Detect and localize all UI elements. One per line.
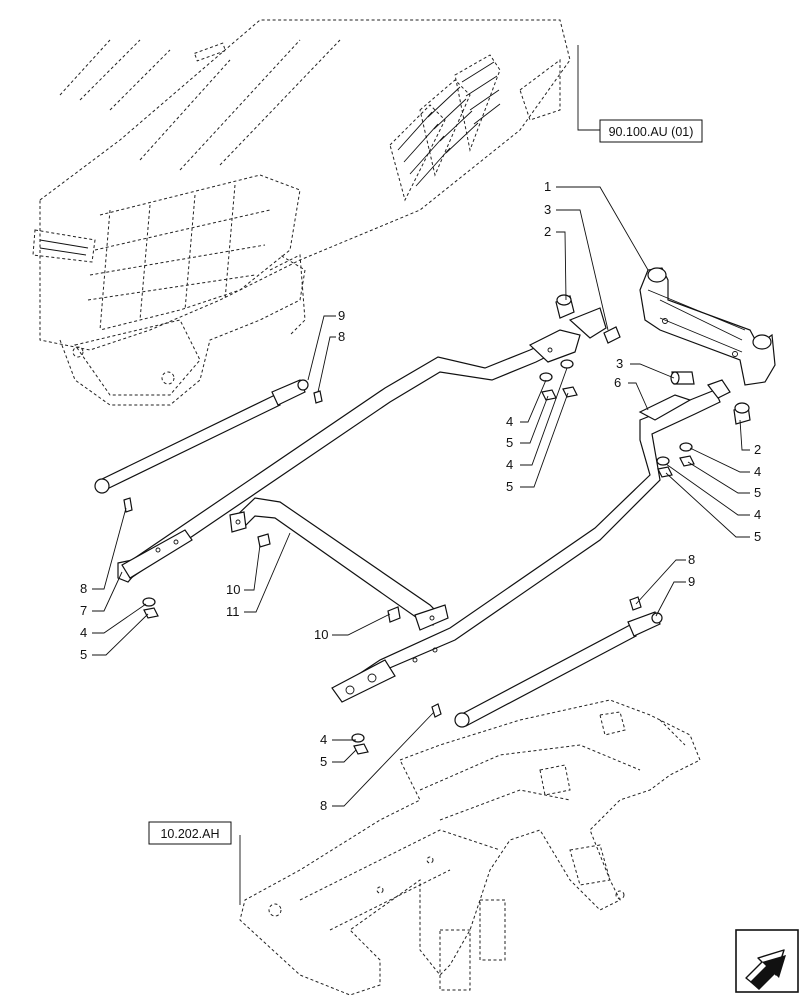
reference-label: 90.100.AU (01) [609,125,694,139]
callout-number: 2 [544,224,551,239]
u-bracket [229,497,449,631]
callout-number: 6 [614,375,621,390]
callout-number: 3 [616,356,623,371]
support-bracket [639,267,776,386]
callout-number: 5 [80,647,87,662]
callout-number: 2 [754,442,761,457]
callout-number: 4 [506,457,513,472]
arrow-next-icon[interactable] [735,929,799,993]
callout-number: 10 [314,627,328,642]
gas-strut-lower [454,611,663,728]
callout-number: 5 [754,529,761,544]
callout-number: 4 [754,464,761,479]
callout-number: 9 [338,308,345,323]
callout-number: 8 [80,581,87,596]
callout-number: 4 [506,414,513,429]
callout-labels: 1 3 2 9 8 4 5 4 5 3 6 2 4 5 4 5 8 7 4 5 … [80,179,761,813]
callout-number: 4 [80,625,87,640]
callout-number: 8 [688,552,695,567]
callout-number: 1 [544,179,551,194]
tractor-hood-ghost [32,19,571,406]
callout-number: 5 [754,485,761,500]
leader-lines [92,45,750,905]
gas-strut-upper [94,379,309,494]
callout-number: 5 [506,435,513,450]
reference-box-bottom-left[interactable]: 10.202.AH [148,821,232,845]
callout-number: 9 [688,574,695,589]
callout-number: 8 [320,798,327,813]
reference-label: 10.202.AH [160,827,219,841]
callout-number: 7 [80,603,87,618]
chassis-ghost [239,699,701,996]
callout-number: 10 [226,582,240,597]
callout-number: 5 [506,479,513,494]
callout-number: 11 [226,604,240,619]
callout-number: 5 [320,754,327,769]
callout-number: 4 [320,732,327,747]
callout-number: 4 [754,507,761,522]
reference-box-top-right[interactable]: 90.100.AU (01) [599,119,703,143]
callout-number: 3 [544,202,551,217]
callout-number: 8 [338,329,345,344]
main-frame [117,307,731,703]
hardware [123,294,751,755]
